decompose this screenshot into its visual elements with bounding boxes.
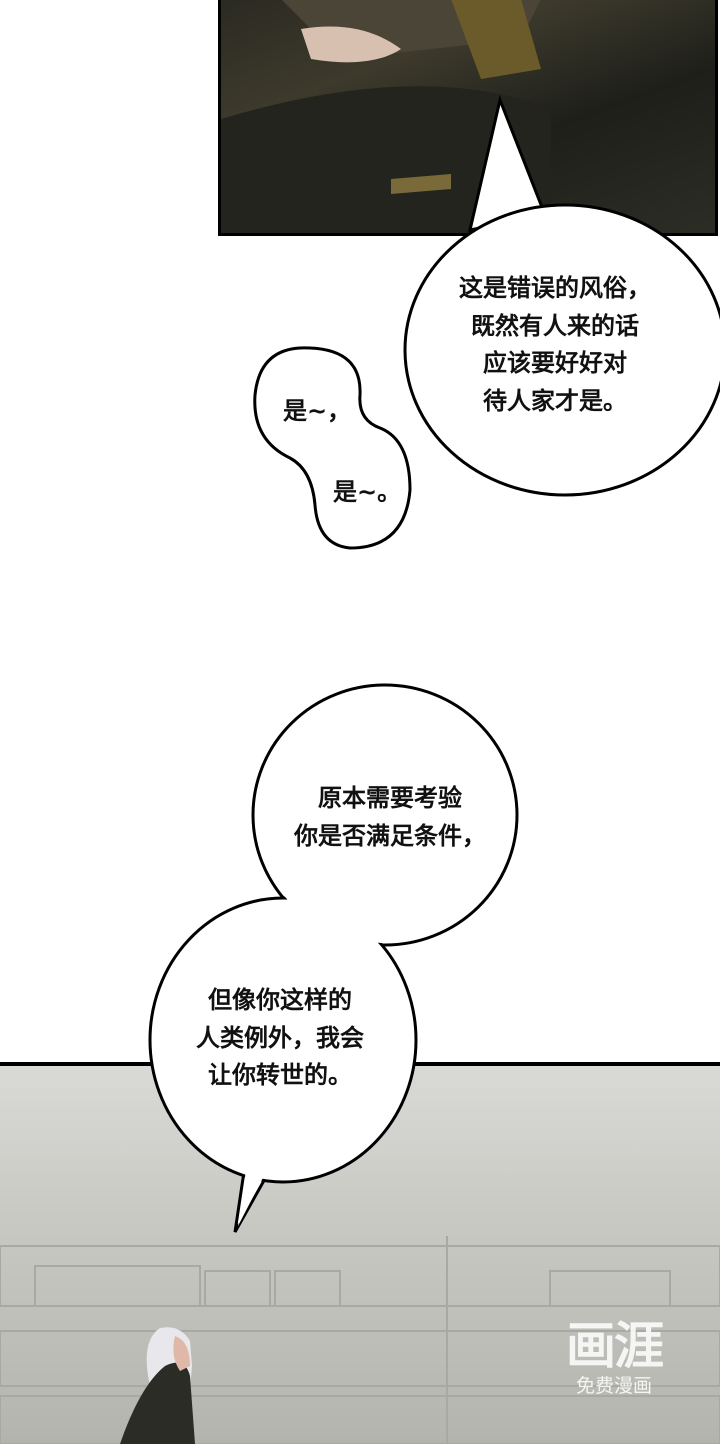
text-line: 人类例外，我会 <box>196 1023 364 1052</box>
watermark-title: 画涯 <box>566 1317 664 1375</box>
watermark-logo: 画涯 免费漫画 <box>566 1317 664 1398</box>
text-line: 让你转世的。 <box>208 1061 352 1089</box>
bubble-4-text: 但像你这样的 人类例外，我会 让你转世的。 <box>160 982 400 1095</box>
speech-bubble-1 <box>403 203 720 497</box>
bubble-2-text-line-2: 是~。 <box>333 478 402 506</box>
text-line: 既然有人来的话 <box>471 311 639 340</box>
panel-artwork <box>221 0 551 233</box>
text-line: 但像你这样的 <box>208 986 352 1014</box>
thought-bubble-2 <box>253 346 412 550</box>
text-line: 原本需要考验 <box>318 784 462 812</box>
text-line: 应该要好好对 <box>483 349 627 377</box>
text-line: 你是否满足条件， <box>294 821 486 850</box>
speech-bubble-4 <box>148 896 418 1184</box>
top-manga-panel <box>218 0 718 236</box>
text-line: 这是错误的风俗， <box>459 274 651 302</box>
bubble-1-text: 这是错误的风俗， 既然有人来的话 应该要好好对 待人家才是。 <box>420 270 690 420</box>
watermark-subtitle: 免费漫画 <box>575 1375 652 1397</box>
bubble-3-text: 原本需要考验 你是否满足条件， <box>260 780 520 855</box>
text-line: 待人家才是。 <box>483 386 627 415</box>
panel-artwork <box>0 1236 720 1444</box>
bubble-2-text-line-1: 是~， <box>283 397 352 425</box>
